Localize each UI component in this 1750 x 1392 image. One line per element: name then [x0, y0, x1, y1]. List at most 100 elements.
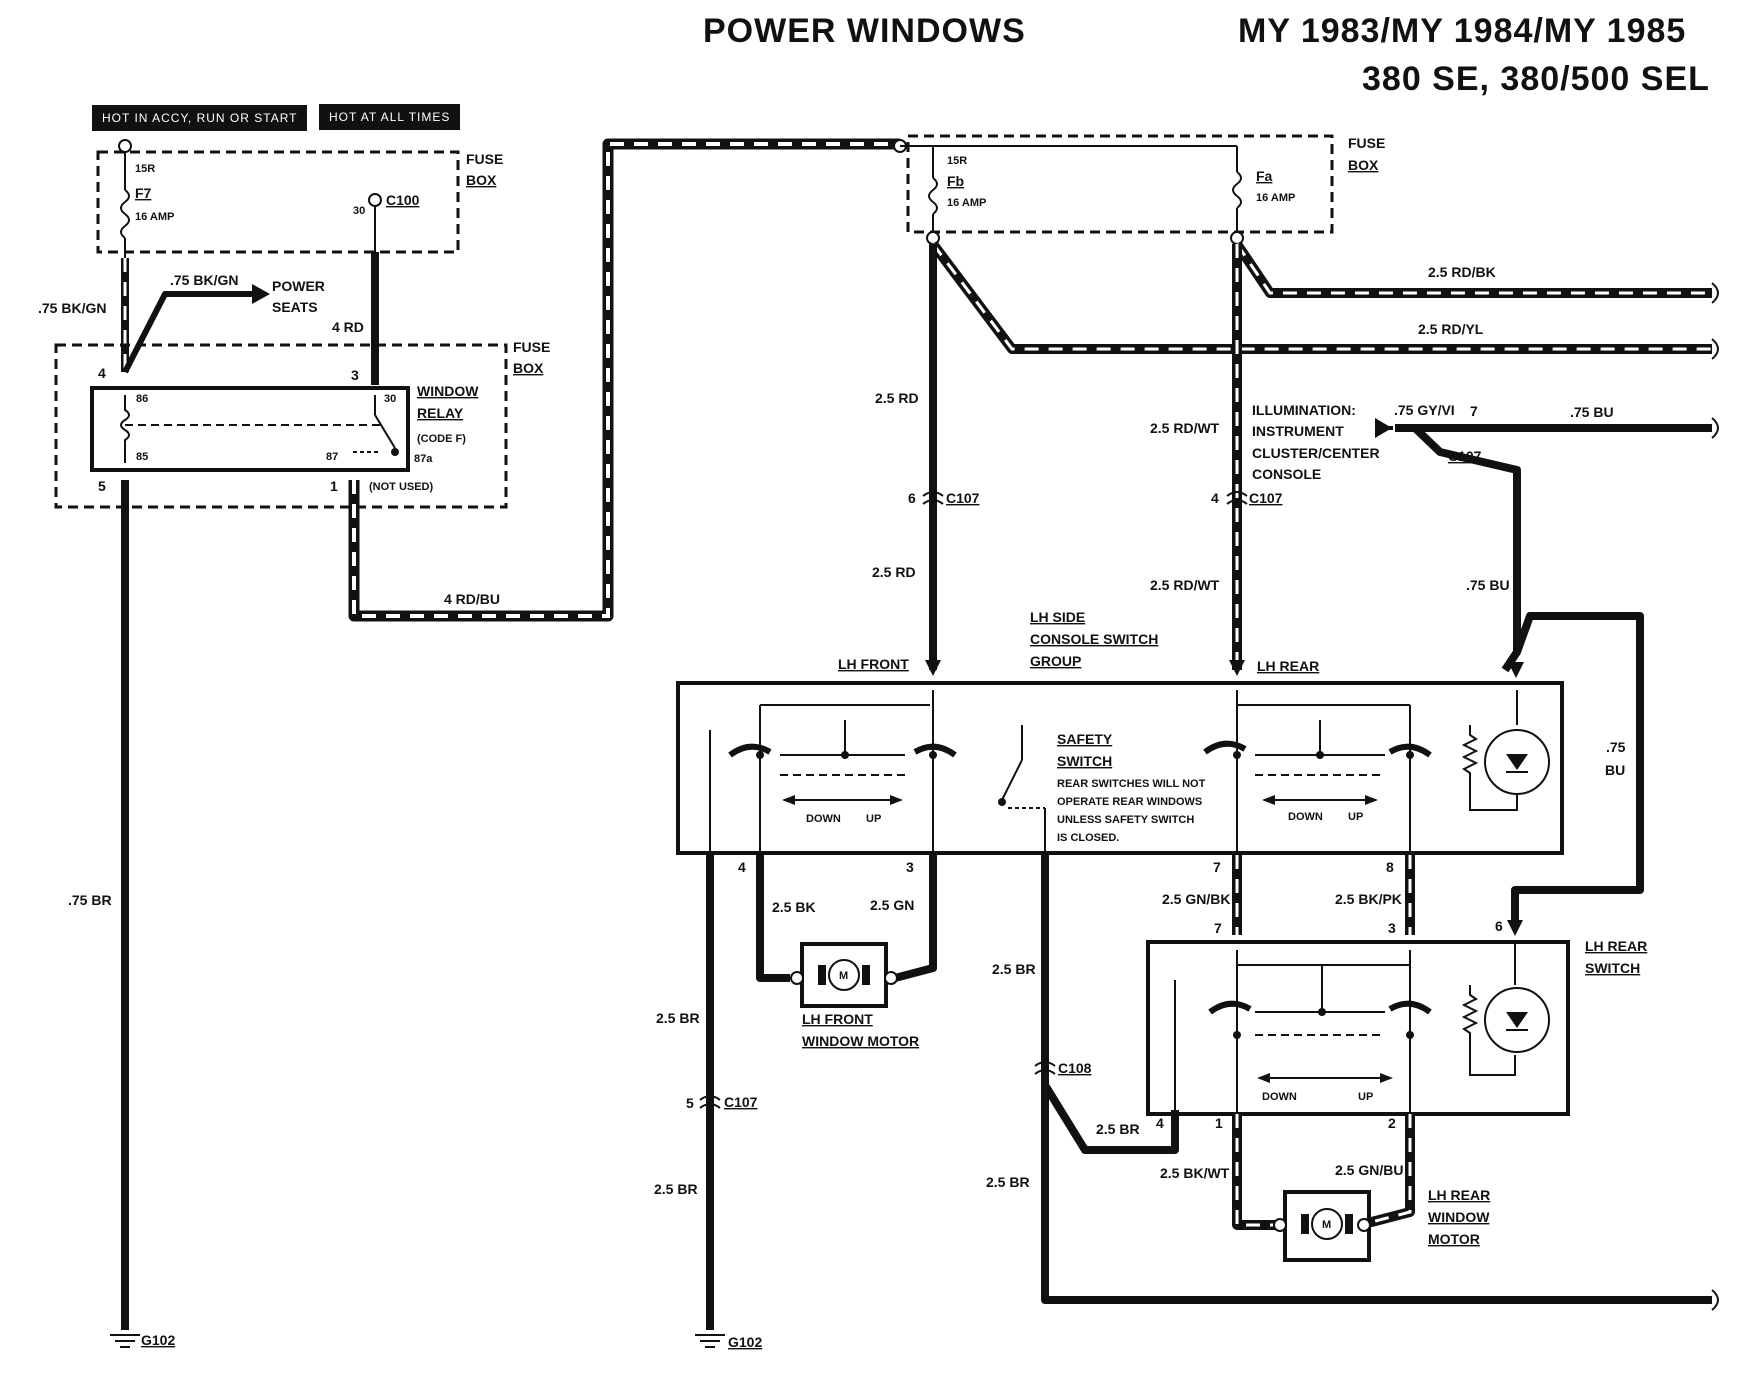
rear-switch-pin-6: 6	[1495, 918, 1503, 934]
wire-bu-mid: .75 BU	[1466, 577, 1510, 593]
relay-cavity-3: 3	[351, 367, 359, 383]
wire-br-b: 2.5 BR	[654, 1181, 698, 1197]
console-lh-rear-label: LH REAR	[1257, 658, 1319, 674]
c100-terminal	[368, 193, 382, 207]
lh-rear-switch: 2.5 GN/BK 2.5 BK/PK 7 3 6 LH REAR SWITCH…	[1146, 855, 1647, 1131]
fuse-fa-name: Fa	[1256, 168, 1273, 184]
lh-front-up-label: UP	[866, 813, 881, 825]
page-title: POWER WINDOWS	[703, 12, 1026, 50]
relay-code: (CODE F)	[417, 433, 466, 445]
fuse-fa-rating: 16 AMP	[1256, 192, 1295, 204]
relay-cavity-4: 4	[98, 365, 106, 381]
wire-br-a: 2.5 BR	[656, 1010, 700, 1026]
window-relay: 86 85 30 87 87a 4 3 5 1 (NOT USED) WINDO…	[54, 339, 550, 509]
lh-rear-console-up-label: UP	[1348, 811, 1363, 823]
connector-c107-c: C107	[1249, 490, 1283, 506]
power-seats-label-2: SEATS	[272, 299, 318, 315]
wire-rd-wt-1: 2.5 RD/WT	[1150, 420, 1220, 436]
safety-switch-label-1: SAFETY	[1057, 731, 1113, 747]
safety-note-4: IS CLOSED.	[1057, 832, 1119, 844]
lh-front-window-motor: M 2.5 BK 2.5 GN LH FRONT WINDOW MOTOR	[756, 855, 937, 1049]
console-pin-4: 4	[738, 859, 746, 875]
wire-2-5-gn-bk: 2.5 GN/BK	[1162, 891, 1230, 907]
fuse-fb-name: Fb	[947, 173, 964, 189]
wire-gy-vi: .75 GY/VI	[1394, 402, 1455, 418]
wire-2-5-bk-wt: 2.5 BK/WT	[1160, 1165, 1230, 1181]
fuse-fb-symbol	[928, 177, 938, 215]
rear-switch-pin-7: 7	[1214, 920, 1222, 936]
lh-rear-window-motor: M 2.5 BK/WT 2.5 GN/BU LH REAR WINDOW MOT…	[1160, 1114, 1490, 1262]
console-switch-group: LH SIDE CONSOLE SWITCH GROUP LH FRONT LH…	[676, 609, 1564, 875]
lh-rear-motor-name-1: LH REAR	[1428, 1187, 1490, 1203]
rear-switch-pin-3: 3	[1388, 920, 1396, 936]
safety-note-1: REAR SWITCHES WILL NOT	[1057, 778, 1206, 790]
console-pin-3: 3	[906, 859, 914, 875]
ground-g102-mid-label: G102	[728, 1334, 762, 1350]
wire-br-c: 2.5 BR	[992, 961, 1036, 977]
right-fuse-box-label-2: BOX	[1348, 157, 1379, 173]
wire-rd-bk: 2.5 RD/BK	[1428, 264, 1496, 280]
safety-note-3: UNLESS SAFETY SWITCH	[1057, 814, 1194, 826]
connector-c107-cavity-6: 6	[908, 490, 916, 506]
wire-bu-right-2: BU	[1605, 762, 1625, 778]
wire-bu-loop	[1511, 612, 1644, 928]
wire-bk-gn-left: .75 BK/GN	[38, 300, 106, 316]
illum-label-2: INSTRUMENT	[1252, 423, 1344, 439]
wire-075-br: .75 BR	[68, 892, 112, 908]
lh-rear-console-down-label: DOWN	[1288, 811, 1323, 823]
connector-c107-lh-front: 6 C107	[908, 490, 980, 506]
wire-rd-1: 2.5 RD	[875, 390, 919, 406]
relay-name-1: WINDOW	[417, 383, 479, 399]
wire-2-5-gn: 2.5 GN	[870, 897, 914, 913]
lh-front-motor-symbol: M	[839, 970, 848, 982]
connector-c107-a: C107	[1448, 448, 1482, 464]
wire-2-5-bk: 2.5 BK	[772, 899, 816, 915]
rear-switch-up-label: UP	[1358, 1091, 1373, 1103]
relay-pin-87a: 87a	[414, 453, 433, 465]
connector-c107-cavity-4: 4	[1211, 490, 1219, 506]
left-fuse-box-label-2: BOX	[466, 172, 497, 188]
rear-switch-name-2: SWITCH	[1585, 960, 1640, 976]
lh-rear-motor-name-3: MOTOR	[1428, 1231, 1480, 1247]
fuse-f7-rating: 16 AMP	[135, 211, 174, 223]
wire-4-rd: 4 RD	[332, 319, 364, 335]
lh-front-window-switch: DOWN UP	[709, 690, 957, 855]
relay-fuse-box-1: FUSE	[513, 339, 550, 355]
wire-4-rd-bu: 4 RD/BU	[444, 591, 500, 607]
console-switch-name-2: CONSOLE SWITCH	[1030, 631, 1158, 647]
wire-bu-top: .75 BU	[1570, 404, 1614, 420]
terminal-30: 30	[353, 205, 365, 217]
relay-pin-30: 30	[384, 393, 396, 405]
relay-pin-86: 86	[136, 393, 148, 405]
relay-pin-85: 85	[136, 451, 148, 463]
lh-rear-window-switch-console: DOWN UP	[1203, 690, 1432, 855]
fuse-f7-name: F7	[135, 185, 152, 201]
wire-bu-right-1: .75	[1606, 739, 1626, 755]
model-years: MY 1983/MY 1984/MY 1985	[1238, 12, 1687, 50]
wire-rd-2: 2.5 RD	[872, 564, 916, 580]
connector-c107-d: C107	[724, 1094, 758, 1110]
connector-c107-cavity-5: 5	[686, 1095, 694, 1111]
relay-fuse-box-2: BOX	[513, 360, 544, 376]
power-seats-arrow	[252, 284, 270, 304]
rear-switch-pin-2: 2	[1388, 1115, 1396, 1131]
console-switch-name-1: LH SIDE	[1030, 609, 1085, 625]
lh-rear-motor-symbol: M	[1322, 1219, 1331, 1231]
safety-switch-label-2: SWITCH	[1057, 753, 1112, 769]
wire-bk-gn-top: .75 BK/GN	[170, 272, 238, 288]
rear-switch-name-1: LH REAR	[1585, 938, 1647, 954]
model-names: 380 SE, 380/500 SEL	[1362, 60, 1710, 98]
lh-front-down-label: DOWN	[806, 813, 841, 825]
left-fuse-box: 15R F7 16 AMP 30 C100 FUSE BOX	[96, 139, 503, 258]
illumination-arrow	[1375, 418, 1392, 438]
relay-cavity-1: 1	[330, 478, 338, 494]
console-illumination-lamp	[1461, 690, 1550, 811]
fuse-fb-terminal: 15R	[947, 155, 967, 167]
wire-rd-wt-2: 2.5 RD/WT	[1150, 577, 1220, 593]
safety-note-2: OPERATE REAR WINDOWS	[1057, 796, 1202, 808]
rear-switch-pin-4: 4	[1156, 1115, 1164, 1131]
ground-wires: 5 C107 C108 2.5 BR 2.5 BR 2.5 BR 2.5 BR …	[654, 855, 1712, 1350]
hot-at-all-times-label: HOT AT ALL TIMES	[319, 104, 461, 130]
console-switch-name-3: GROUP	[1030, 653, 1081, 669]
